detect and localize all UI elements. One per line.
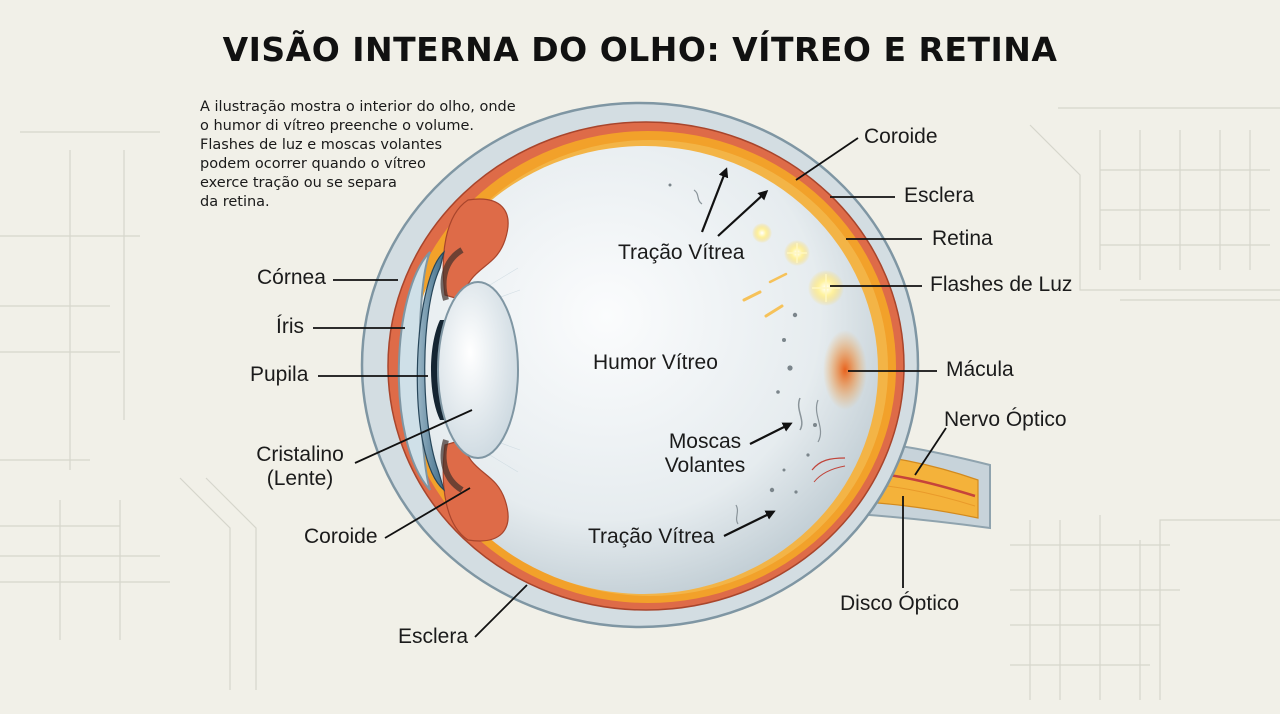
background-grid-right xyxy=(1010,107,1280,700)
label-lens-line: (Lente) xyxy=(266,467,334,490)
description-line: A ilustração mostra o interior do olho, … xyxy=(200,99,516,115)
leader-lines xyxy=(313,137,947,638)
label-lens-line: Cristalino xyxy=(256,443,344,466)
description-text: A ilustração mostra o interior do olho, … xyxy=(200,98,545,212)
leader-lens xyxy=(354,409,473,464)
arrow-traction-top-2 xyxy=(717,189,769,237)
label-optic-disc: Disco Óptico xyxy=(840,592,960,615)
anterior-segment xyxy=(397,198,521,542)
arrow-traction-top-1 xyxy=(700,167,729,233)
arrow-traction-bottom xyxy=(723,510,776,537)
background-grid-left xyxy=(0,131,257,690)
label-cornea: Córnea xyxy=(257,266,326,289)
leader-choroid-right xyxy=(795,137,859,181)
label-floaters: Moscas Volantes xyxy=(660,430,750,478)
label-lens: Cristalino (Lente) xyxy=(248,443,352,491)
label-pupil: Pupila xyxy=(250,363,309,386)
description-line: exerce tração ou se separa xyxy=(200,175,397,191)
vitreous-floaters xyxy=(668,183,822,525)
label-retina: Retina xyxy=(932,227,993,250)
leader-optic-nerve xyxy=(914,427,947,476)
description-line: podem ocorrer quando o vítreo xyxy=(200,156,426,172)
label-optic-nerve: Nervo Óptico xyxy=(944,408,1067,431)
label-macula: Mácula xyxy=(946,358,1014,381)
label-choroid-right: Coroide xyxy=(864,125,938,148)
macula-spot xyxy=(823,330,867,410)
description-line: da retina. xyxy=(200,194,270,210)
label-traction-top: Tração Vítrea xyxy=(618,241,745,264)
label-sclera-bottom: Esclera xyxy=(398,625,469,648)
leader-sclera-bottom xyxy=(474,584,528,638)
label-flashes: Flashes de Luz xyxy=(930,273,1073,296)
eyeball xyxy=(360,101,920,629)
traction-arrows xyxy=(700,167,793,537)
label-vitreous-humor: Humor Vítreo xyxy=(593,351,718,374)
vitreous-body xyxy=(410,146,878,594)
lens-shape xyxy=(437,281,519,459)
label-traction-bottom: Tração Vítrea xyxy=(588,525,715,548)
label-floaters-line: Moscas xyxy=(668,430,742,453)
label-choroid-left: Coroide xyxy=(304,525,378,548)
label-sclera-right: Esclera xyxy=(904,184,975,207)
light-flashes xyxy=(742,223,844,318)
page-title: VISÃO INTERNA DO OLHO: VÍTREO E RETINA xyxy=(222,30,1058,69)
description-line: Flashes de luz e moscas volantes xyxy=(200,137,443,153)
arrow-floaters xyxy=(749,422,793,445)
label-floaters-line: Volantes xyxy=(664,454,746,477)
leader-choroid-left xyxy=(384,487,471,539)
label-iris: Íris xyxy=(276,315,304,338)
description-line: o humor di vítreo preenche o volume. xyxy=(200,118,474,134)
